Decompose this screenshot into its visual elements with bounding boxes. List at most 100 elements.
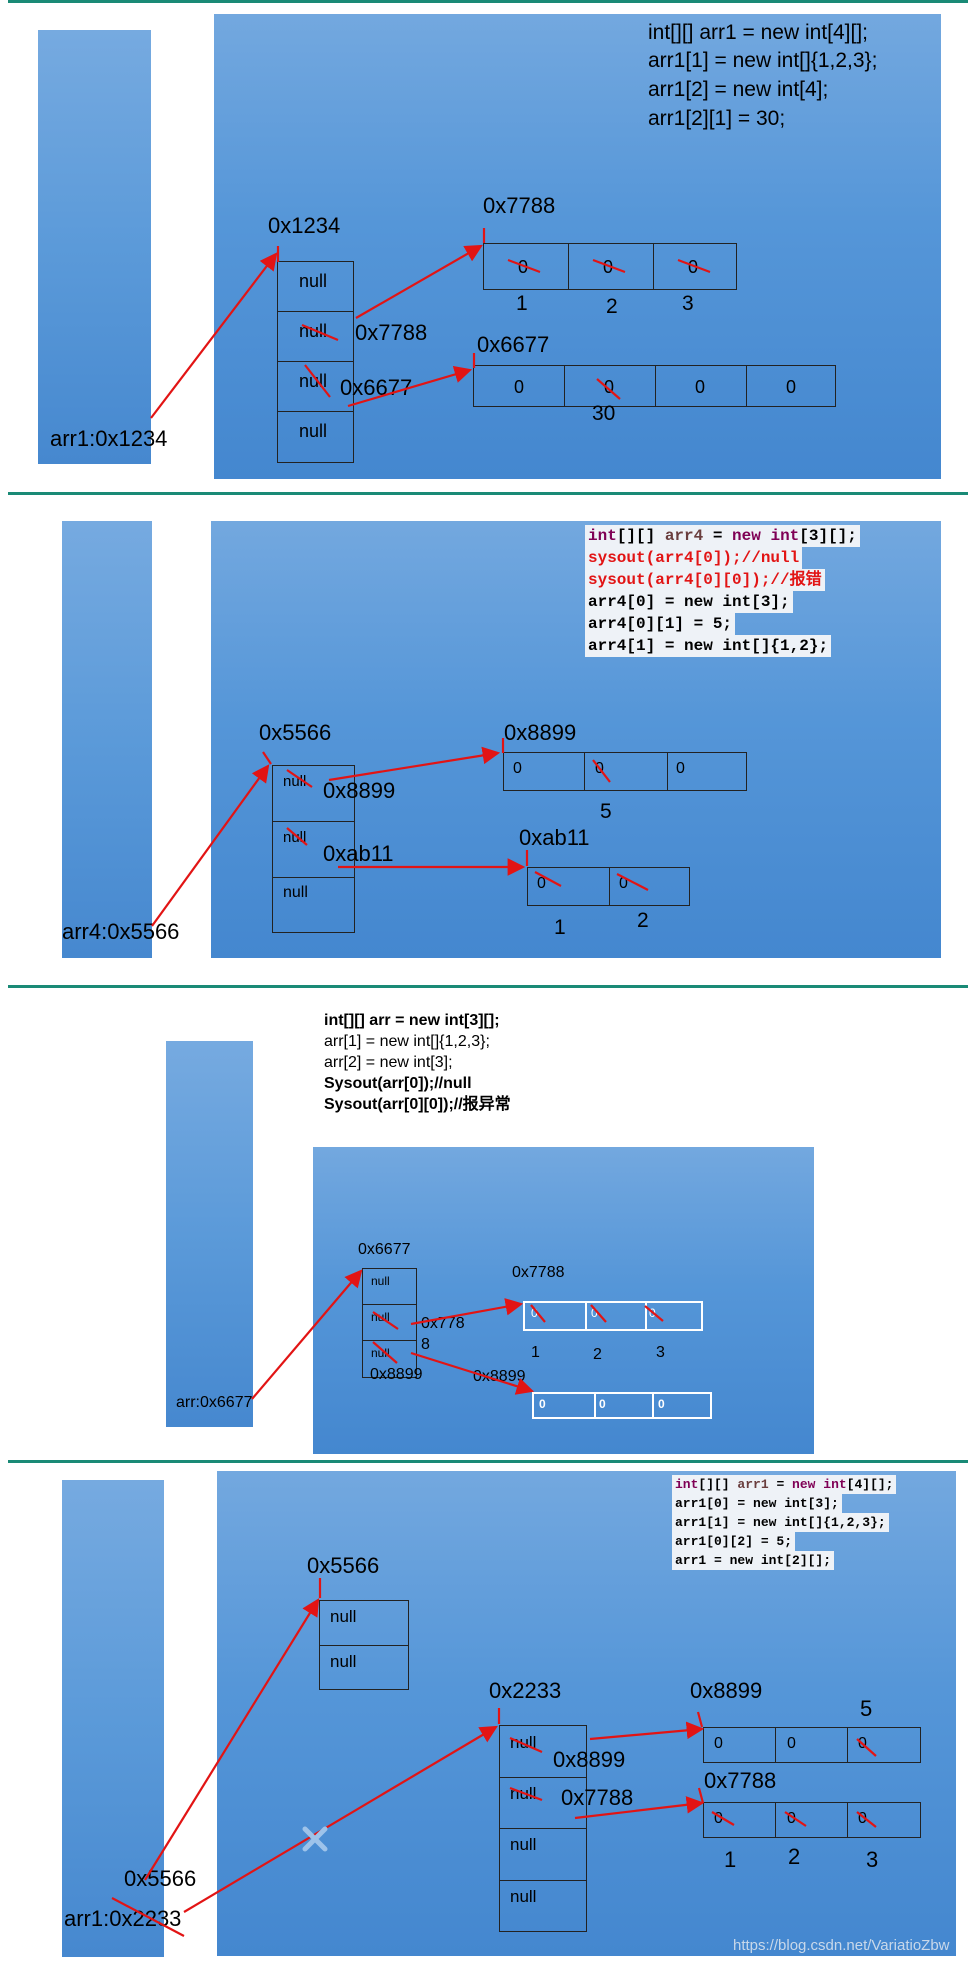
- array-cell: 0: [714, 1735, 723, 1752]
- stack-variable-label: arr1:0x2233: [64, 1906, 182, 1931]
- address-label: 0x7788: [704, 1768, 777, 1793]
- new-value: 1: [724, 1847, 737, 1872]
- code-line: Sysout(arr[0][0]);//报异常: [324, 1096, 511, 1113]
- array-cell: 0: [858, 1735, 867, 1752]
- array-cell: 0: [787, 1735, 796, 1752]
- address-label: 0x2233: [489, 1678, 562, 1703]
- array-cell: 0: [599, 1397, 606, 1411]
- section-divider: [8, 0, 968, 3]
- address-label: 0x6677: [358, 1241, 411, 1258]
- array-cell: null: [510, 1733, 537, 1752]
- code-block: int[][] arr4 = new int[3][]; sysout(arr4…: [585, 525, 860, 657]
- array-cell: 0: [688, 257, 699, 277]
- array-cell: null: [510, 1784, 537, 1803]
- array-cell: 0: [695, 377, 706, 397]
- stack-area: [38, 30, 151, 464]
- new-value: 3: [682, 292, 694, 315]
- new-value: 2: [788, 1844, 801, 1869]
- inner-array: [483, 243, 737, 290]
- array-cell: 0: [649, 1306, 656, 1320]
- address-label: 0x7788: [512, 1264, 565, 1281]
- array-cell: null: [299, 321, 328, 341]
- new-value: 3: [656, 1344, 665, 1361]
- array-cell: null: [299, 271, 328, 291]
- inner-array: [503, 752, 747, 791]
- new-value: 3: [866, 1847, 879, 1872]
- new-value: 2: [606, 295, 618, 318]
- array-cell: null: [299, 371, 328, 391]
- array-cell: null: [510, 1887, 537, 1906]
- code-line: arr1[0][2] = 5;: [672, 1532, 796, 1551]
- new-outer-array: [319, 1600, 409, 1690]
- array-cell: 0: [714, 1810, 723, 1827]
- array-cell: 0: [514, 377, 525, 397]
- new-value: 5: [600, 800, 612, 823]
- address-label: 0x5566: [307, 1553, 380, 1578]
- array-cell: 0: [537, 875, 546, 892]
- code-line: arr1[2][1] = 30;: [648, 107, 786, 130]
- reference-label: 0x8899: [323, 778, 396, 803]
- code-line: sysout(arr4[0]);//null: [585, 547, 803, 569]
- reference-label: 0x8899: [370, 1366, 423, 1383]
- array-cell: 0: [604, 377, 615, 397]
- code-block: int[][] arr1 = new int[4][]; arr1[0] = n…: [672, 1475, 897, 1570]
- array-cell: 0: [676, 760, 685, 777]
- reference-label: 0xab11: [323, 841, 394, 866]
- stack-area: [166, 1041, 253, 1427]
- reference-label: 0x8899: [553, 1747, 626, 1772]
- reference-label: 0x7788: [561, 1785, 634, 1810]
- reference-label: 0x778: [421, 1315, 465, 1332]
- inner-array: [523, 1301, 703, 1331]
- code-line: arr4[1] = new int[]{1,2};: [585, 635, 832, 657]
- stack-variable-label: arr4:0x5566: [62, 919, 180, 944]
- array-cell: 0: [786, 377, 797, 397]
- array-cell: 0: [858, 1810, 867, 1827]
- new-value: 30: [592, 402, 616, 425]
- reference-label: 0x7788: [355, 320, 428, 345]
- array-cell: 0: [787, 1810, 796, 1827]
- section-divider: [8, 492, 968, 495]
- inner-array: [473, 365, 836, 407]
- array-cell: 0: [531, 1306, 538, 1320]
- outer-array: [272, 765, 355, 933]
- address-label: 0x8899: [690, 1678, 763, 1703]
- array-cell: null: [371, 1310, 390, 1324]
- code-line: arr4[0][1] = 5;: [585, 613, 736, 635]
- array-cell: null: [299, 421, 328, 441]
- code-line: arr1[1] = new int[]{1,2,3};: [672, 1513, 889, 1532]
- section-divider: [8, 1460, 968, 1463]
- address-label: 0x6677: [477, 332, 550, 357]
- array-cell: 0: [518, 257, 529, 277]
- array-cell: null: [283, 829, 307, 846]
- array-cell: null: [330, 1607, 357, 1626]
- address-label: 0x8899: [504, 720, 577, 745]
- code-line: Sysout(arr[0]);//null: [324, 1075, 472, 1092]
- array-cell: 0: [603, 257, 614, 277]
- code-line: sysout(arr4[0][0]);//报错: [585, 569, 825, 591]
- new-value: 1: [516, 292, 528, 315]
- inner-array: [532, 1392, 712, 1419]
- address-label: 0x7788: [483, 193, 556, 218]
- stack-variable-label: arr1:0x1234: [50, 426, 168, 451]
- array-cell: null: [371, 1274, 390, 1288]
- new-value: 1: [531, 1344, 540, 1361]
- inner-array: [703, 1802, 921, 1838]
- heap-area: [211, 521, 941, 958]
- array-cell: 0: [619, 875, 628, 892]
- code-line: arr1 = new int[2][];: [672, 1551, 835, 1570]
- code-line: arr[1] = new int[]{1,2,3};: [324, 1033, 490, 1050]
- array-cell: 0: [658, 1397, 665, 1411]
- stack-area: [62, 521, 152, 958]
- code-line: arr4[0] = new int[3];: [585, 591, 793, 613]
- heap-area: [313, 1147, 814, 1454]
- stack-variable-label: arr:0x6677: [176, 1394, 253, 1411]
- outer-array: [499, 1725, 587, 1932]
- code-line: arr1[0] = new int[3];: [672, 1494, 842, 1513]
- array-cell: null: [283, 773, 307, 790]
- array-cell: null: [371, 1346, 390, 1360]
- array-cell: 0: [513, 760, 522, 777]
- address-label: 0xab11: [519, 825, 590, 850]
- reference-label: 0x6677: [340, 375, 413, 400]
- outer-array: [277, 261, 354, 463]
- array-cell: null: [330, 1652, 357, 1671]
